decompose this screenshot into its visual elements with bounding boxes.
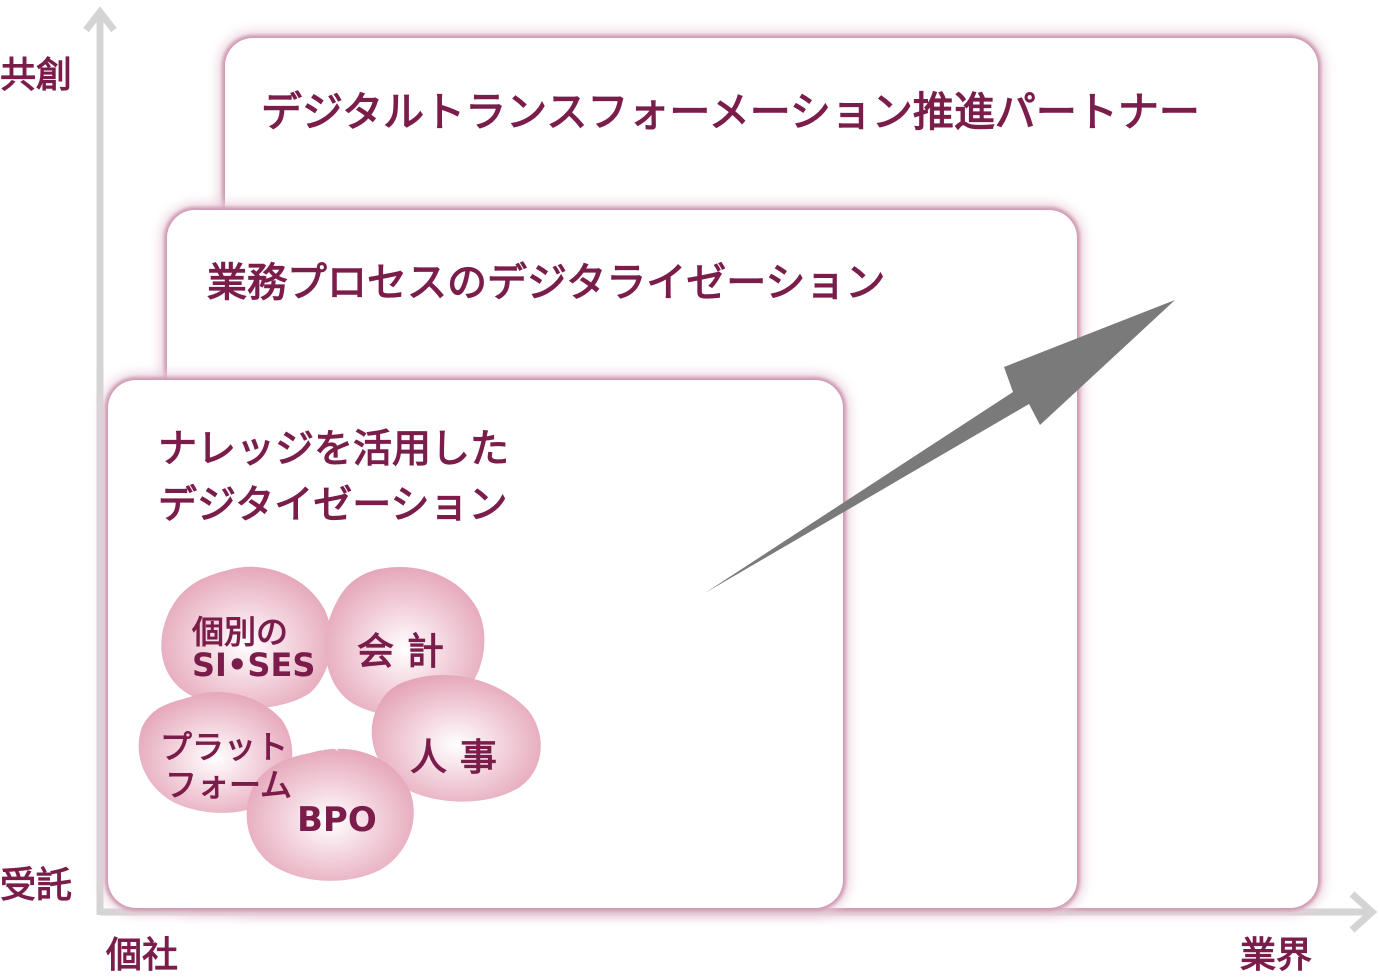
service-flower: [138, 566, 541, 881]
flower-center-star: [318, 729, 342, 751]
petal-si-label-line2: SI•SES: [192, 646, 316, 684]
petal-accounting-label: 会 計: [357, 630, 444, 673]
y-axis-arrowhead: [83, 6, 117, 33]
petal-si-label-line1: 個別の: [192, 613, 289, 651]
digitization-title-line1: ナレッジを活用した: [158, 427, 510, 472]
digitalization-title: 業務プロセスのデジタライゼーション: [207, 260, 886, 306]
petal-platform: [138, 691, 293, 813]
petal-bpo-label: BPO: [297, 800, 377, 840]
petal-si: [161, 566, 332, 709]
dx-partner-title: デジタルトランスフォーメーション推進パートナー: [261, 88, 1200, 136]
x-axis-left-label: 個社: [106, 935, 179, 976]
y-axis-bottom-label: 受託: [0, 865, 73, 906]
petal-platform-label-line1: プラット: [160, 728, 289, 766]
petal-hr: [371, 674, 541, 802]
y-axis-top-label: 共創: [0, 55, 73, 96]
petal-bpo: [246, 748, 414, 881]
petal-hr-label: 人 事: [410, 736, 497, 779]
x-axis-right-label: 業界: [1240, 935, 1313, 976]
petal-platform-label-line2: フォーム: [165, 766, 293, 804]
digitization-title-line2: デジタイゼーション: [158, 483, 508, 528]
x-axis-arrowhead: [1349, 891, 1378, 933]
